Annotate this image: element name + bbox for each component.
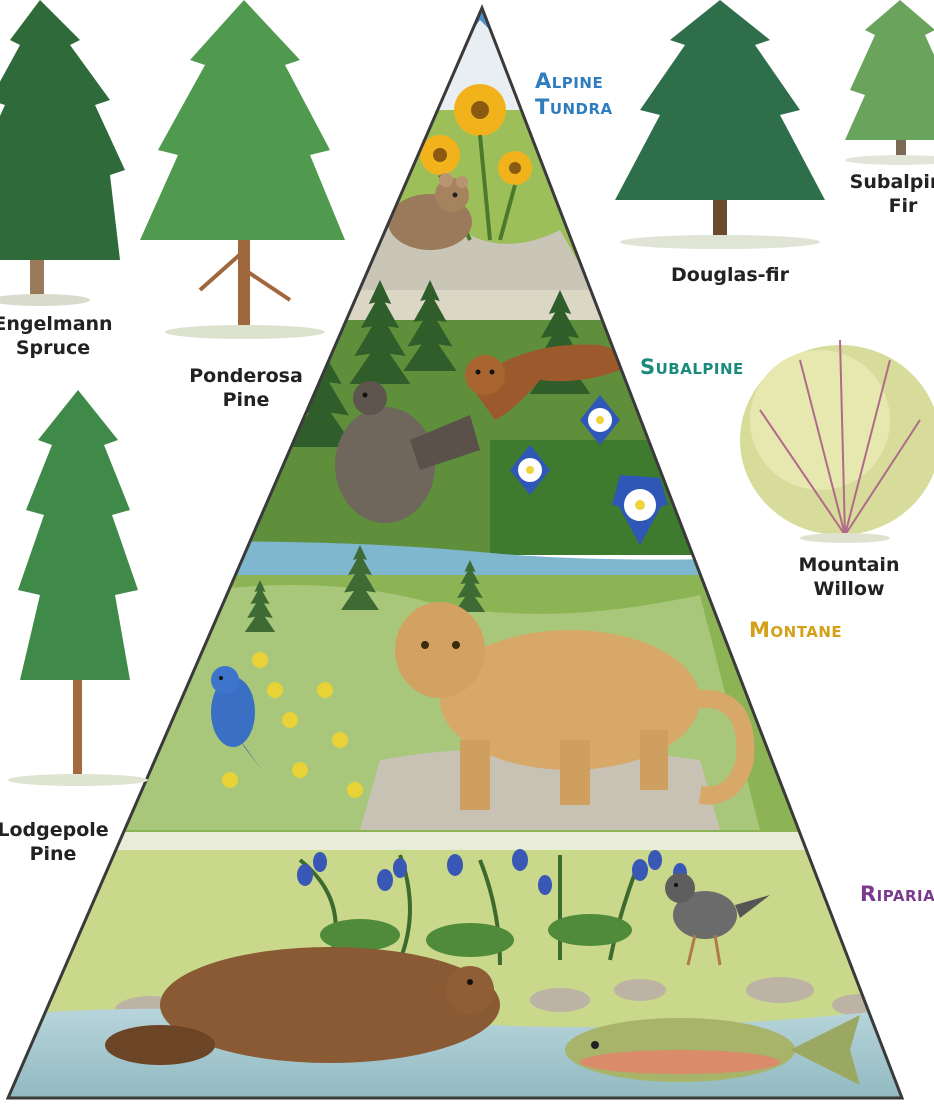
douglas-fir-icon	[615, 0, 825, 249]
ponderosa-pine-icon	[140, 0, 345, 339]
tundra-label: Tundra	[535, 94, 613, 120]
subalpine-fir-label: Subalpine Fir	[838, 170, 934, 218]
subalpine-fir-icon	[845, 0, 934, 165]
lodgepole-pine-icon	[8, 390, 148, 786]
mountain-willow-label: Mountain Willow	[784, 553, 914, 601]
subalpine-label: Subalpine	[640, 355, 744, 379]
engelmann-spruce-icon	[0, 0, 125, 306]
douglas-fir-label: Douglas-fir	[660, 263, 800, 287]
lodgepole-pine-label: Lodgepole Pine	[0, 818, 118, 866]
mountain-willow-icon	[740, 340, 934, 543]
alpine-label: Alpine	[535, 68, 613, 94]
ponderosa-pine-label: Ponderosa Pine	[176, 364, 316, 412]
riparian-label: Riparian	[860, 882, 934, 906]
engelmann-spruce-label: Engelmann Spruce	[0, 312, 118, 360]
montane-label: Montane	[749, 618, 842, 642]
alpine-tundra-label: Alpine Tundra	[535, 68, 613, 120]
